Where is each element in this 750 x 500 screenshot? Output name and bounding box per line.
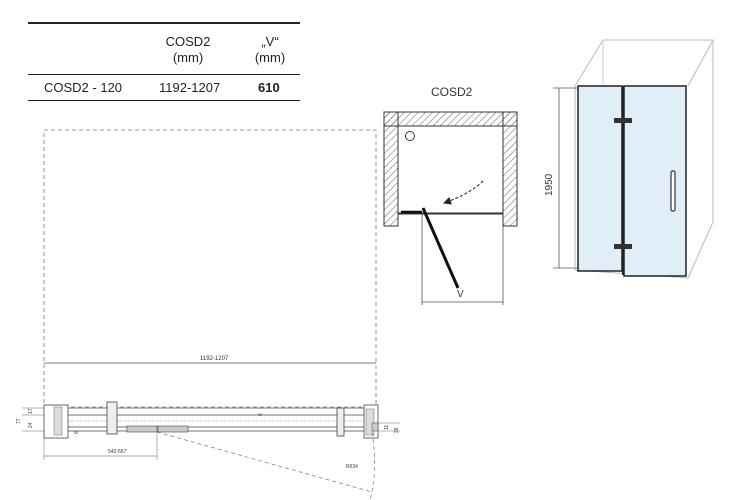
swing-arrow-icon: [443, 180, 484, 205]
height-label: 1950: [544, 173, 555, 196]
header-model: COSD2 (mm): [146, 34, 230, 66]
drain-icon: [405, 131, 415, 141]
room-line: [687, 39, 714, 87]
end-cap: [371, 422, 379, 432]
offset-label: 542-557: [108, 449, 127, 455]
wall-outline: [43, 129, 377, 408]
plan-view: 1192-1207 77 17 24 6 6 11 26: [16, 129, 400, 500]
left-profile-inner: [53, 406, 63, 436]
table-mid-rule: [28, 74, 300, 75]
v-label: V: [457, 289, 464, 300]
back-wall: [383, 111, 518, 127]
hinge-block: [106, 401, 118, 435]
perspective-view: 1950: [544, 39, 714, 279]
door-swing-arc: [369, 431, 375, 500]
hinge-plate: [126, 425, 158, 433]
door-handle-icon: [670, 170, 676, 212]
fixed-glass-panel: [577, 85, 623, 272]
room-line: [574, 39, 604, 87]
table-bottom-rule: [28, 100, 300, 101]
dim-6: 6: [74, 431, 80, 434]
row-model: COSD2 - 120: [44, 80, 123, 95]
handle-block: [336, 407, 345, 437]
room-line: [687, 221, 714, 279]
dim-77: 77: [16, 418, 22, 424]
table-top-rule: [28, 22, 300, 24]
row-v: 610: [258, 80, 280, 95]
row-range: 1192-1207: [159, 80, 221, 95]
header-v-unit: (mm): [254, 50, 286, 65]
dim-24: 24: [28, 422, 34, 428]
header-v-label: „V“: [261, 34, 279, 49]
left-wall: [383, 111, 399, 227]
right-wall: [502, 111, 518, 227]
section-view: COSD2 V: [383, 85, 518, 305]
dim-6b: 6: [258, 413, 264, 416]
section-title: COSD2: [431, 85, 473, 99]
header-model-unit: (mm): [172, 50, 204, 65]
header-model-label: COSD2: [165, 34, 211, 49]
hinge-bottom-icon: [614, 244, 632, 249]
dim-26: 26: [394, 427, 400, 433]
right-profile-inner: [365, 408, 375, 436]
dim-11: 11: [384, 425, 390, 430]
open-door: [421, 207, 460, 289]
hinge-plate: [157, 425, 189, 433]
radius-label: R634: [346, 464, 358, 470]
door-glass-panel: [623, 85, 687, 277]
header-v: „V“ (mm): [248, 34, 292, 66]
width-label: 1192-1207: [200, 356, 229, 362]
hinge-top-icon: [614, 118, 632, 123]
door-swing-arc: [156, 431, 373, 493]
dim-17: 17: [28, 408, 34, 414]
